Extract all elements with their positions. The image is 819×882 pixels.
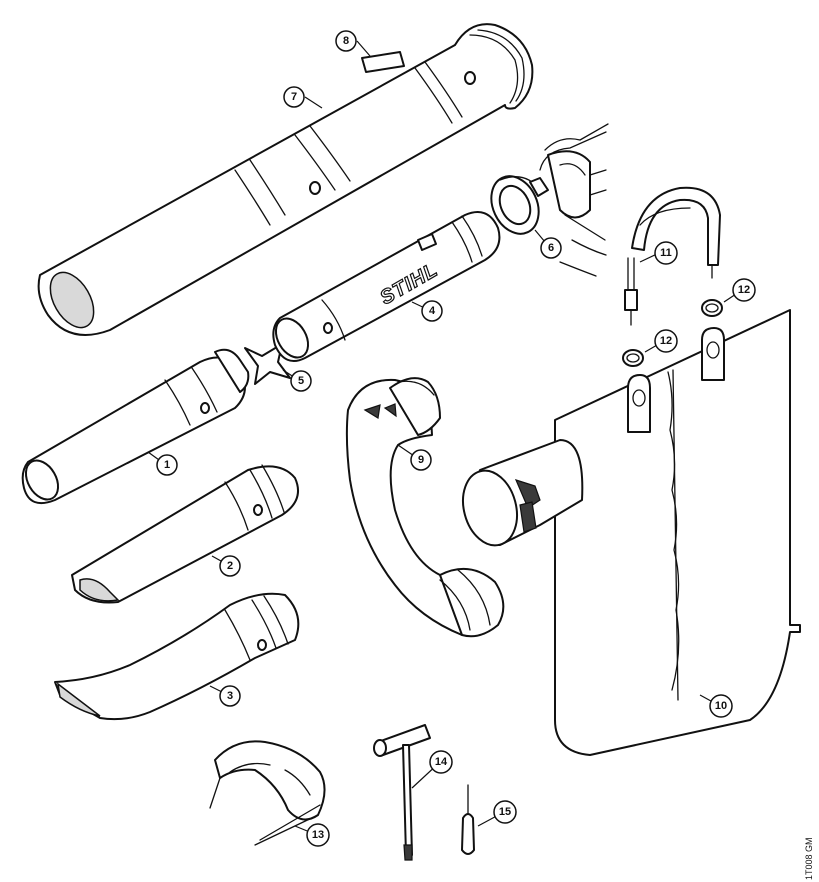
part-ring-right xyxy=(701,299,723,317)
callout-label: 3 xyxy=(227,690,233,702)
callout-14: 14 xyxy=(429,750,453,774)
callout-label: 4 xyxy=(429,305,436,317)
callout-label: 9 xyxy=(418,454,424,466)
part-collection-bag xyxy=(554,309,801,756)
callout-label: 8 xyxy=(343,35,349,47)
part-safety-glasses xyxy=(209,740,326,846)
callout-12a: 12 xyxy=(732,278,756,302)
part-long-blower-tube xyxy=(37,23,534,336)
callout-5: 5 xyxy=(290,370,312,392)
callout-8: 8 xyxy=(335,30,357,52)
callout-label: 7 xyxy=(291,91,297,103)
part-ring-left xyxy=(622,349,644,367)
callout-13: 13 xyxy=(306,823,330,847)
callout-label: 14 xyxy=(435,756,448,768)
callout-2: 2 xyxy=(219,555,241,577)
callout-3: 3 xyxy=(219,685,241,707)
callout-4: 4 xyxy=(421,300,443,322)
callout-label: 12 xyxy=(738,284,750,296)
callout-label: 12 xyxy=(660,335,672,347)
callout-6: 6 xyxy=(540,237,562,259)
part-retaining-clip xyxy=(244,343,291,385)
callout-label: 15 xyxy=(499,806,511,818)
part-curved-flat-nozzle xyxy=(54,592,300,721)
callout-9: 9 xyxy=(410,449,432,471)
callout-10: 10 xyxy=(709,694,733,718)
part-branded-blower-tube: STIHL xyxy=(272,211,501,362)
callout-label: 5 xyxy=(298,375,304,387)
callout-15: 15 xyxy=(493,800,517,824)
callout-label: 10 xyxy=(715,700,727,712)
callout-1: 1 xyxy=(156,454,178,476)
callout-11: 11 xyxy=(654,241,678,265)
callout-label: 11 xyxy=(660,247,672,259)
part-suction-elbow xyxy=(345,377,505,638)
part-label-sticker xyxy=(361,51,405,73)
callout-label: 13 xyxy=(312,829,324,841)
callout-12b: 12 xyxy=(654,329,678,353)
part-clamp-ring xyxy=(490,175,549,235)
part-shoulder-strap xyxy=(624,186,721,326)
part-combination-wrench xyxy=(373,724,431,861)
callout-label: 2 xyxy=(227,560,233,572)
callout-label: 6 xyxy=(548,242,554,254)
callout-7: 7 xyxy=(283,86,305,108)
drawing-code: 1T008 GM xyxy=(804,837,814,880)
callout-label: 1 xyxy=(164,459,170,471)
part-round-nozzle xyxy=(21,348,250,504)
part-bag-inlet-sleeve xyxy=(462,439,584,547)
part-flat-nozzle xyxy=(71,464,299,604)
machine-outlet-partial xyxy=(539,123,609,277)
part-screwdriver xyxy=(461,784,475,855)
